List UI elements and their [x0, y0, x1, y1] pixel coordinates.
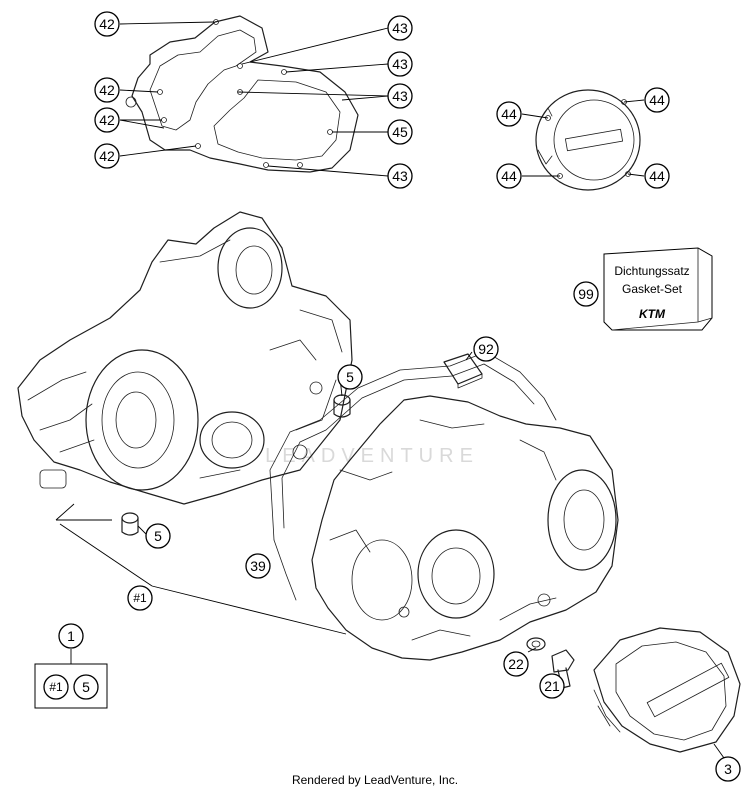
right-crankcase-half-drawing	[311, 395, 619, 661]
callout-44-a[interactable]: 44	[496, 101, 522, 127]
callout-45[interactable]: 45	[387, 119, 413, 145]
callout-42-b-label: 42	[99, 82, 115, 98]
callout-42-c-label: 42	[99, 112, 115, 128]
callout-44-b[interactable]: 44	[644, 87, 670, 113]
callout-43-d[interactable]: 43	[387, 163, 413, 189]
callout-43-c[interactable]: 43	[387, 83, 413, 109]
callout-99-label: 99	[578, 286, 594, 302]
callout-92[interactable]: 92	[473, 336, 499, 362]
callout-21[interactable]: 21	[539, 673, 565, 699]
crankcase-gasket-drawing	[269, 351, 557, 601]
callout-43-c-label: 43	[392, 88, 408, 104]
callout-legend-kit-1[interactable]: #1	[43, 674, 69, 700]
callout-45-label: 45	[392, 124, 408, 140]
left-crankcase-half-drawing	[17, 211, 353, 505]
gasket-kit-box: Dichtungssatz Gasket-Set KTM	[603, 247, 713, 331]
callout-legend-5[interactable]: 5	[73, 674, 99, 700]
callout-42-c[interactable]: 42	[94, 107, 120, 133]
large-ignition-cover-drawing	[593, 627, 741, 753]
washer-leader	[527, 647, 537, 653]
callout-43-a-label: 43	[392, 20, 408, 36]
callout-3[interactable]: 3	[715, 756, 741, 782]
callout-legend-kit-1-label: #1	[49, 680, 63, 694]
callout-39-label: 39	[250, 558, 266, 574]
callout-22[interactable]: 22	[503, 651, 529, 677]
footer-credit: Rendered by LeadVenture, Inc.	[292, 773, 458, 787]
gasket-leaders	[119, 21, 389, 177]
callout-43-b-label: 43	[392, 56, 408, 72]
callout-39[interactable]: 39	[245, 553, 271, 579]
callout-42-a[interactable]: 42	[94, 11, 120, 37]
callout-44-c-label: 44	[501, 168, 517, 184]
legend-box	[34, 649, 108, 709]
gasket-sheet-drawing	[125, 15, 359, 173]
gasket-plate-drawing	[443, 353, 483, 389]
watermark-text: LEADVENTURE	[265, 445, 479, 467]
callout-99[interactable]: 99	[573, 281, 599, 307]
callout-42-d-label: 42	[99, 148, 115, 164]
washer-drawing	[526, 637, 546, 651]
callout-3-label: 3	[724, 761, 732, 777]
callout-kit-1[interactable]: #1	[127, 585, 153, 611]
plate-leader	[465, 351, 473, 361]
callout-1[interactable]: 1	[58, 623, 84, 649]
cover-leader	[713, 743, 725, 759]
callout-43-b[interactable]: 43	[387, 51, 413, 77]
small-ignition-cover-drawing	[535, 89, 641, 191]
callout-5-a[interactable]: 5	[337, 364, 363, 390]
callout-1-label: 1	[67, 628, 75, 644]
kit-group-lines	[55, 503, 347, 635]
callout-42-b[interactable]: 42	[94, 77, 120, 103]
callout-5-b-label: 5	[154, 528, 162, 544]
callout-21-label: 21	[544, 678, 560, 694]
ignition-cover-leaders	[521, 99, 645, 177]
callout-kit-1-label: #1	[133, 591, 147, 605]
callout-legend-5-label: 5	[82, 679, 90, 695]
gasket-kit-label-en: Gasket-Set	[622, 282, 683, 296]
callout-42-a-label: 42	[99, 16, 115, 32]
callout-44-d[interactable]: 44	[644, 163, 670, 189]
callout-43-d-label: 43	[392, 168, 408, 184]
gasket-kit-label-de: Dichtungssatz	[614, 264, 689, 278]
callout-43-a[interactable]: 43	[387, 15, 413, 41]
ktm-logo: KTM	[639, 307, 666, 321]
callout-44-c[interactable]: 44	[496, 163, 522, 189]
callout-5-a-label: 5	[346, 369, 354, 385]
callout-44-d-label: 44	[649, 168, 665, 184]
callout-22-label: 22	[508, 656, 524, 672]
callout-44-b-label: 44	[649, 92, 665, 108]
callout-42-d[interactable]: 42	[94, 143, 120, 169]
callout-44-a-label: 44	[501, 106, 517, 122]
callout-5-b[interactable]: 5	[145, 523, 171, 549]
callout-92-label: 92	[478, 341, 494, 357]
